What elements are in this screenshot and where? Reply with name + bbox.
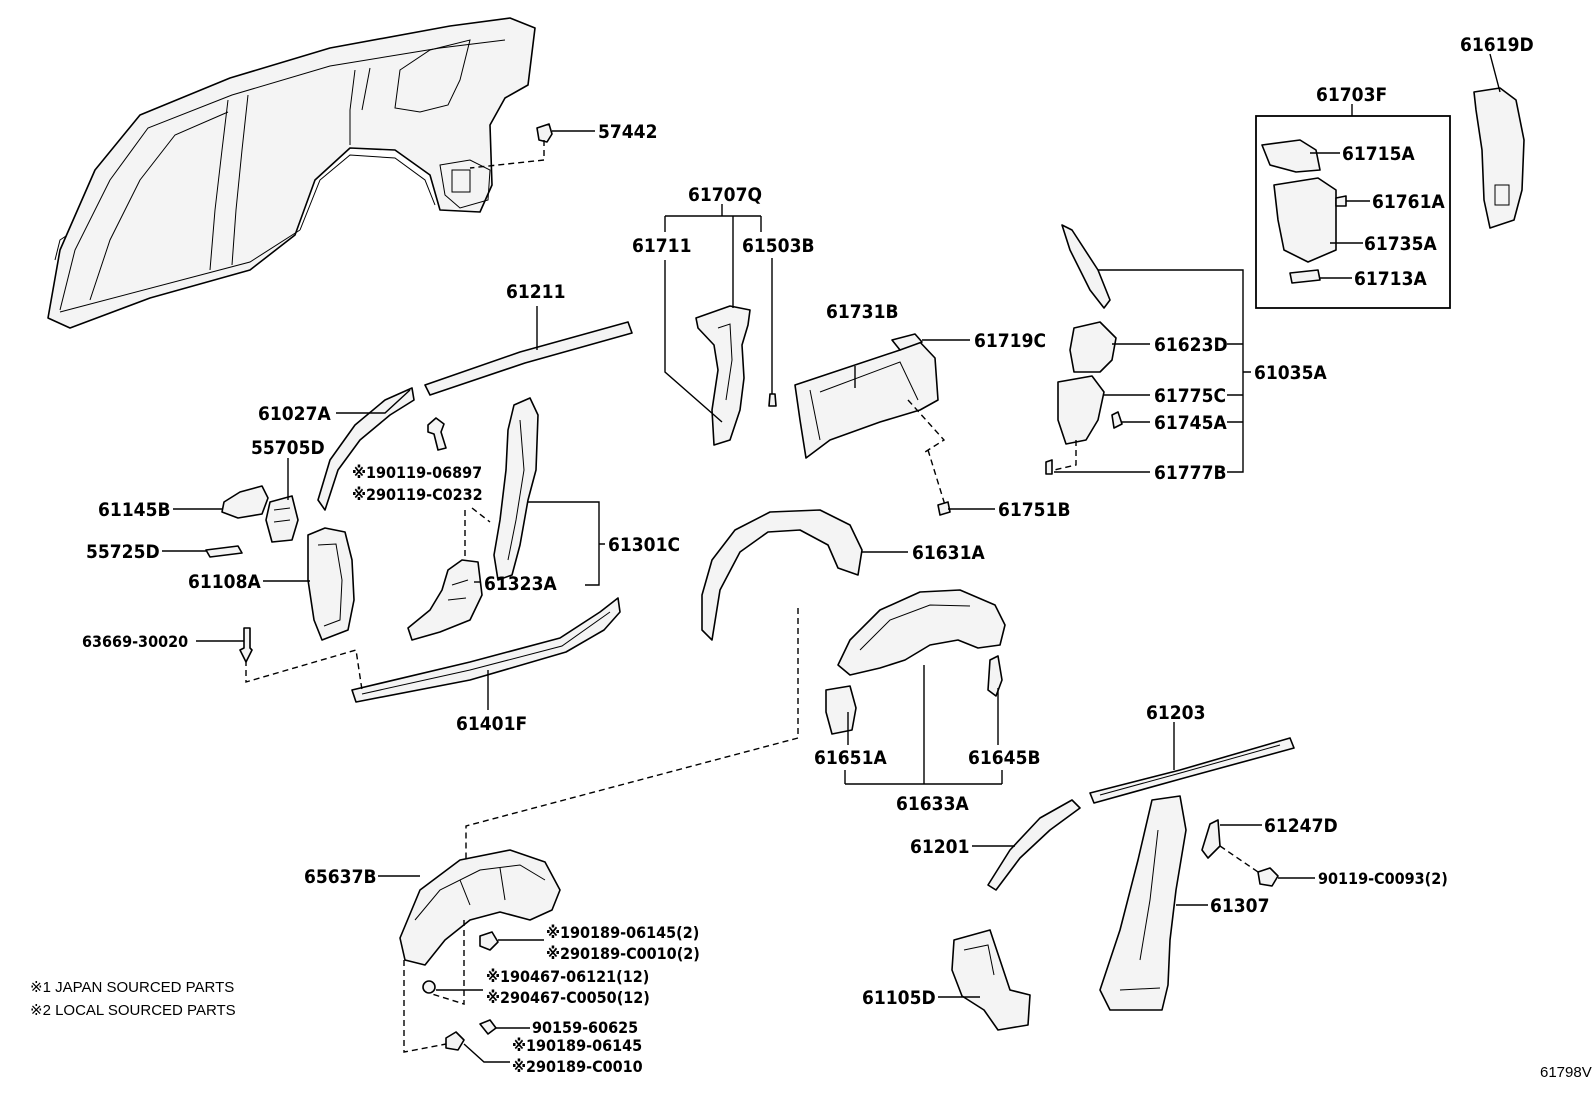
dashed-guides [245, 140, 1259, 1053]
label-61777b: 61777B [1154, 462, 1227, 484]
label-61503b: 61503B [742, 235, 815, 257]
center-pillar-61301c [493, 397, 539, 581]
pillar-lower-61108a [307, 527, 355, 641]
legend: ※1 JAPAN SOURCED PARTS ※2 LOCAL SOURCED … [30, 979, 236, 1019]
label-61623d: 61623D [1154, 334, 1228, 356]
label-90189-c0010: ※290189-C0010 [512, 1057, 643, 1076]
rocker-61401f [351, 597, 621, 703]
drawing-number: 61798V [1540, 1064, 1592, 1081]
wheelhouse-61631a [701, 509, 863, 641]
label-57442: 57442 [598, 121, 657, 143]
label-90119-c0093: 90119-C0093(2) [1318, 869, 1448, 888]
label-61307: 61307 [1210, 895, 1269, 917]
label-61323a: 61323A [484, 573, 557, 595]
bracket-61645b [987, 655, 1003, 697]
label-61651a: 61651A [814, 747, 887, 769]
label-90189-06145-2: ※190189-06145(2) [546, 923, 699, 942]
label-65637b: 65637B [304, 866, 377, 888]
clip-90159-60625 [479, 1019, 497, 1035]
bracket-61145b [221, 485, 269, 519]
label-61761a: 61761A [1372, 191, 1445, 213]
label-61719c: 61719C [974, 330, 1046, 352]
label-61145b: 61145B [98, 499, 171, 521]
clip-90189 [445, 1031, 465, 1051]
bracket-61105d [951, 929, 1031, 1031]
leader-lines [162, 53, 1501, 1063]
roof-rail-61203 [1089, 737, 1295, 804]
label-61027a: 61027A [258, 403, 331, 425]
label-61751b: 61751B [998, 499, 1071, 521]
legend-note-local: ※2 LOCAL SOURCED PARTS [30, 1002, 236, 1019]
label-63669-30020: 63669-30020 [82, 632, 188, 651]
clip-61503b [768, 393, 777, 407]
label-61301c: 61301C [608, 534, 680, 556]
a-pillar-61027a [317, 387, 415, 511]
label-61201: 61201 [910, 836, 969, 858]
clip-90189-06145 [479, 931, 499, 951]
label-61703f: 61703F [1316, 84, 1387, 106]
label-61731b: 61731B [826, 301, 899, 323]
pad-55725d [205, 545, 243, 558]
label-61645b: 61645B [968, 747, 1041, 769]
reinforcement-61711 [695, 305, 751, 446]
label-90189-c0010-2: ※290189-C0010(2) [546, 944, 700, 963]
label-61715a: 61715A [1342, 143, 1415, 165]
label-61108a: 61108A [188, 571, 261, 593]
label-55725d: 55725D [86, 541, 160, 563]
label-90159-60625: 90159-60625 [532, 1018, 638, 1037]
part-labels: 57442 61707Q 61711 61503B 61211 61027A 5… [82, 34, 1534, 1076]
box-61703f [1255, 115, 1451, 309]
label-61707q: 61707Q [688, 184, 762, 206]
label-61633a: 61633A [896, 793, 969, 815]
label-61775c: 61775C [1154, 385, 1226, 407]
label-55705d: 55705D [251, 437, 325, 459]
panel-61619d [1473, 87, 1525, 229]
bracket-61719c [891, 333, 923, 351]
label-61105d: 61105D [862, 987, 936, 1009]
panel-group-61035a [1045, 224, 1123, 475]
clip-57442 [536, 123, 553, 143]
label-61203: 61203 [1146, 702, 1205, 724]
fastener-63669-30020 [239, 627, 253, 663]
bracket-61247d [1201, 819, 1221, 859]
pillar-61201 [987, 799, 1081, 891]
label-61247d: 61247D [1264, 815, 1338, 837]
legend-note-japan: ※1 JAPAN SOURCED PARTS [30, 979, 234, 996]
bracket-55705d [265, 495, 299, 543]
label-61619d: 61619D [1460, 34, 1534, 56]
label-90119-c0232: ※290119-C0232 [352, 485, 483, 504]
label-61631a: 61631A [912, 542, 985, 564]
label-61211: 61211 [506, 281, 565, 303]
wheelhouse-outer-61633a [837, 589, 1006, 676]
label-61035a: 61035A [1254, 362, 1327, 384]
roof-side-rail-61211 [424, 321, 633, 396]
label-90467-06121: ※190467-06121(12) [486, 967, 649, 986]
bolt-90119-06897 [427, 417, 447, 451]
label-61713a: 61713A [1354, 268, 1427, 290]
label-61745a: 61745A [1154, 412, 1227, 434]
body-side-outer-panel [47, 17, 536, 329]
bolt-90119-c0093 [1257, 867, 1279, 887]
label-90119-06897: ※190119-06897 [352, 463, 482, 482]
label-61735a: 61735A [1364, 233, 1437, 255]
pillar-61307 [1099, 795, 1187, 1011]
pillar-61323a [407, 559, 483, 641]
panel-61731b [794, 339, 939, 459]
label-90189-06145: ※190189-06145 [512, 1036, 642, 1055]
bracket-61651a [825, 685, 857, 735]
label-90467-c0050: ※290467-C0050(12) [486, 988, 650, 1007]
label-61711: 61711 [632, 235, 691, 257]
wheel-liner-65637b [399, 849, 561, 966]
nut-90467 [422, 980, 436, 994]
label-61401f: 61401F [456, 713, 527, 735]
